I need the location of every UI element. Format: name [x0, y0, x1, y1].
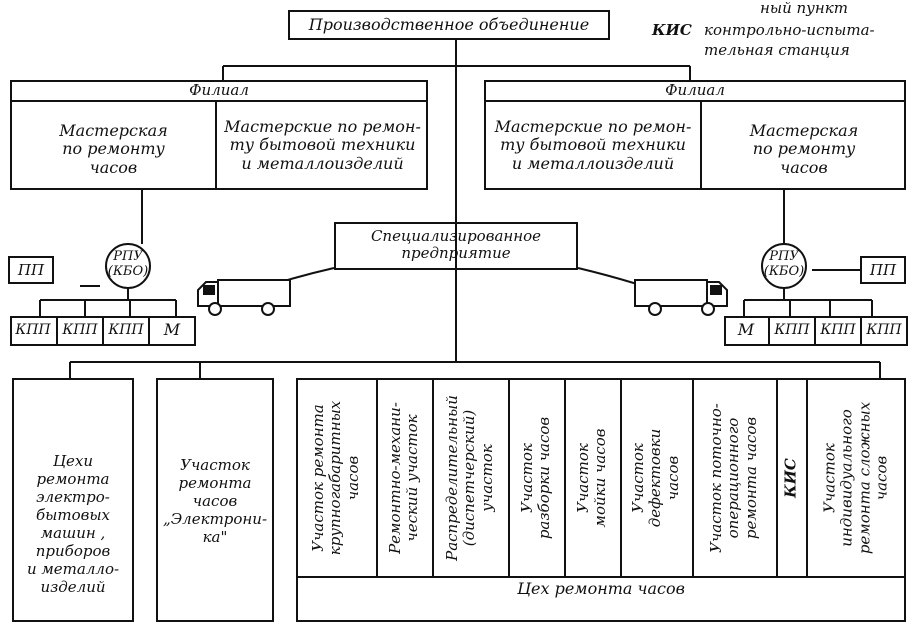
left-workshop-appliances: Мастерские по ремон- ту бытовой техники …	[224, 117, 421, 173]
section-disassembly: Участок разборки часов	[517, 416, 553, 540]
section-washing: Участок мойки часов	[573, 428, 609, 528]
right-units-row	[724, 316, 908, 346]
section-large-watches: Участок ремонта крупногабаритных часов	[309, 400, 362, 556]
left-unit-0: КПП	[15, 322, 51, 338]
right-rpu-circle	[761, 243, 807, 289]
section-flow-repair: Участок поточно- операционного ремонта ч…	[707, 403, 760, 553]
production-association-box: Производственное объединение	[288, 10, 610, 40]
right-workshop-appliances: Мастерские по ремон- ту бытовой техники …	[494, 117, 692, 173]
left-branch-box	[10, 80, 428, 190]
left-unit-1: КПП	[62, 322, 98, 338]
left-rpu-circle	[105, 243, 151, 289]
section-individual: Участок индивидуального ремонта сложных …	[820, 401, 891, 555]
right-unit-0: М	[737, 320, 755, 339]
truck-right-icon	[634, 279, 728, 316]
section-repair-mechanical: Ремонтно-механи- ческий участок	[385, 402, 421, 554]
left-pp-box: ПП	[8, 256, 54, 284]
electronika-box	[156, 378, 274, 622]
watch-workshop-box	[296, 378, 906, 622]
left-unit-3: М	[163, 320, 181, 339]
right-pp-label: ПП	[869, 261, 897, 279]
section-kis: КИС	[781, 458, 800, 498]
legend-kis-abbr: КИС	[652, 21, 692, 39]
production-association-title: Производственное объединение	[308, 15, 590, 34]
electro-workshops-box	[12, 378, 134, 622]
right-pp-box: ПП	[860, 256, 906, 284]
section-dispatch: Распределительный (диспетчерский) участо…	[443, 395, 496, 561]
legend-kis-line2: тельная станция	[704, 41, 850, 59]
left-pp-label: ПП	[17, 261, 45, 279]
left-branch-title: Филиал	[189, 81, 249, 99]
specialized-enterprise-box: Специализированное предприятие	[334, 222, 578, 270]
truck-left-icon	[197, 279, 291, 316]
right-unit-3: КПП	[866, 322, 902, 338]
electro-workshops-label: Цехи ремонта электро- бытовых машин , пр…	[26, 452, 120, 596]
right-unit-1: КПП	[774, 322, 810, 338]
right-rpu-label: РПУ (КБО)	[763, 249, 805, 279]
legend-line: ный пункт	[760, 0, 848, 17]
left-unit-2: КПП	[108, 322, 144, 338]
right-workshop-watches: Мастерская по ремонту часов	[749, 121, 859, 177]
right-branch-box	[484, 80, 906, 190]
right-branch-title: Филиал	[665, 81, 725, 99]
watch-workshop-title: Цех ремонта часов	[517, 579, 685, 598]
specialized-enterprise-title: Специализированное предприятие	[370, 227, 542, 263]
left-workshop-watches: Мастерская по ремонту часов	[59, 121, 168, 177]
left-rpu-label: РПУ (КБО)	[107, 249, 149, 279]
electronika-label: Участок ремонта часов „Электрони- ка"	[162, 456, 268, 546]
right-unit-2: КПП	[820, 322, 856, 338]
legend-kis-line1: контрольно-испыта-	[704, 21, 875, 39]
section-defect: Участок дефектовки часов	[629, 428, 682, 528]
